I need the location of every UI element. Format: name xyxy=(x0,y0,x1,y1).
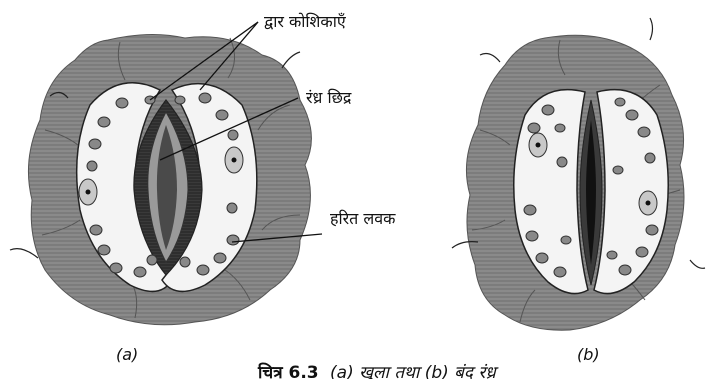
figure-caption-text: (a) खुला तथा (b) बंद रंध्र xyxy=(330,363,499,379)
figure-caption: चित्र 6.3 (a) खुला तथा (b) बंद रंध्र xyxy=(257,362,499,379)
panel-label-b: (b) xyxy=(577,345,600,364)
open-stoma xyxy=(10,34,311,324)
nucleus-left-a xyxy=(79,179,97,205)
figure-number: चित्र 6.3 xyxy=(257,362,319,379)
nucleus-right-b xyxy=(639,191,657,215)
nucleus-right-a xyxy=(225,147,243,173)
closed-stoma xyxy=(452,18,705,330)
label-stomatal-pore: रंध्र छिद्र xyxy=(306,88,352,107)
label-guard-cells: द्वार कोशिकाएँ xyxy=(264,12,347,31)
nucleus-left-b xyxy=(529,133,547,157)
label-chloroplast: हरित लवक xyxy=(330,209,396,228)
panel-label-a: (a) xyxy=(116,345,138,364)
